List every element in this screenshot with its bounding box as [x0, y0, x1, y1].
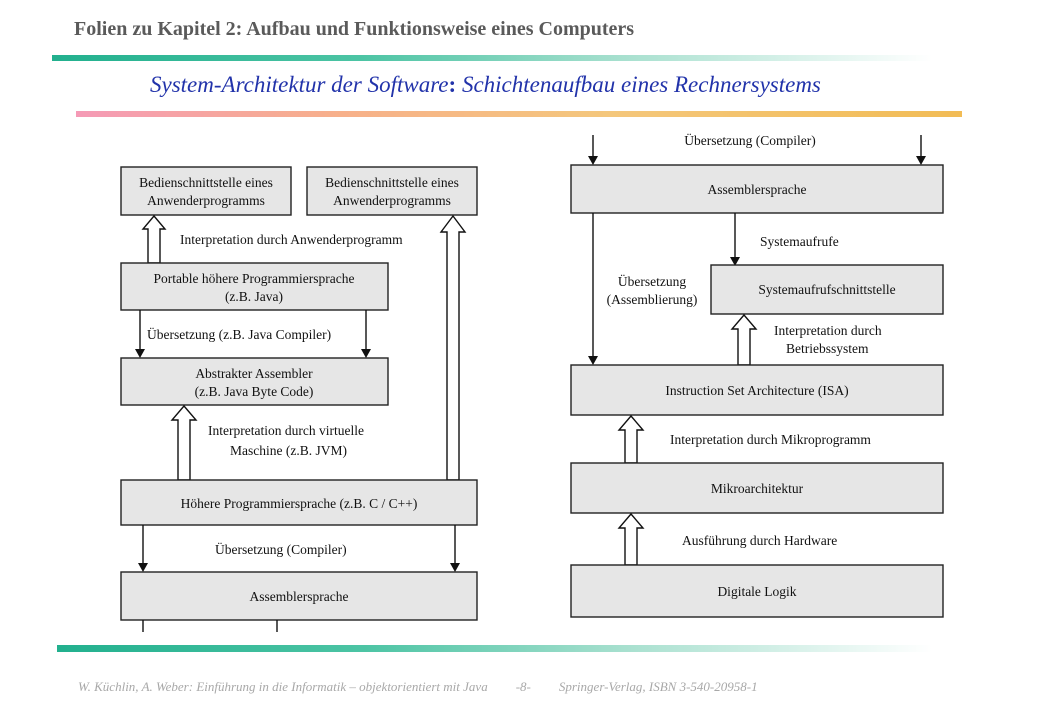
arrow-compiler-left	[138, 563, 148, 572]
box-assembler-left	[120, 571, 478, 621]
slide-title: System-Architektur der Software: Schicht…	[150, 72, 821, 98]
label-os-line1: Interpretation durch	[774, 323, 882, 338]
hollow-arrow-hardware	[617, 512, 645, 566]
label-java-compiler: Übersetzung (z.B. Java Compiler)	[147, 327, 331, 342]
arrow-assembly	[588, 356, 598, 365]
box-ui-2	[306, 166, 478, 216]
bottom-divider	[57, 645, 932, 652]
top-divider	[52, 55, 932, 61]
box-higher-language	[120, 479, 478, 526]
box-abstract-line2: (z.B. Java Byte Code)	[195, 384, 314, 399]
box-ui-2-line2: Anwenderprogramms	[333, 193, 451, 208]
label-interp-app: Interpretation durch Anwenderprogramm	[180, 232, 403, 247]
hollow-arrow-interp-app	[141, 214, 167, 264]
hollow-arrow-interp-os	[730, 313, 758, 366]
footer: W. Küchlin, A. Weber: Einführung in die …	[78, 679, 938, 695]
left-layer-diagram: Bedienschnittstelle eines Anwenderprogra…	[120, 166, 478, 632]
footer-authors: W. Küchlin, A. Weber: Einführung in die …	[78, 679, 488, 694]
box-digital-logic	[570, 564, 944, 618]
slide-title-part1: System-Architektur der Software	[150, 72, 449, 97]
box-portable-language	[120, 262, 389, 311]
label-compiler: Übersetzung (Compiler)	[215, 542, 347, 557]
box-ui-2-line1: Bedienschnittstelle eines	[325, 175, 459, 190]
box-ui-1-line2: Anwenderprogramms	[147, 193, 265, 208]
hollow-arrow-interp-microprogram	[617, 414, 645, 464]
arrow-java-compiler-right	[361, 349, 371, 358]
arrow-top-compiler-left	[588, 156, 598, 165]
arrow-syscalls	[730, 257, 740, 266]
label-assembly-line2: (Assemblierung)	[607, 292, 698, 307]
label-vm-line1: Interpretation durch virtuelle	[208, 423, 364, 438]
hollow-arrow-interp-direct	[439, 214, 467, 481]
right-layer-diagram: Übersetzung (Compiler) Assemblersprache …	[570, 133, 944, 618]
label-syscalls: Systemaufrufe	[760, 234, 839, 249]
label-microprogram: Interpretation durch Mikroprogramm	[670, 432, 871, 447]
box-ui-1-line1: Bedienschnittstelle eines	[139, 175, 273, 190]
label-vm-line2: Maschine (z.B. JVM)	[230, 443, 347, 458]
box-ui-1	[120, 166, 292, 216]
footer-publisher: Springer-Verlag, ISBN 3-540-20958-1	[558, 679, 758, 694]
box-abstract-line1: Abstrakter Assembler	[195, 366, 313, 381]
box-assembler-right	[570, 164, 944, 214]
chapter-title: Folien zu Kapitel 2: Aufbau und Funktion…	[74, 18, 635, 40]
arrow-compiler-right	[450, 563, 460, 572]
box-logic-text: Digitale Logik	[717, 584, 796, 599]
box-micro-text: Mikroarchitektur	[711, 481, 804, 496]
slide-title-colon: :	[448, 72, 457, 97]
label-top-compiler: Übersetzung (Compiler)	[684, 133, 816, 148]
footer-page: -8-	[515, 679, 531, 694]
box-abstract-assembler	[120, 357, 389, 406]
box-portable-line1: Portable höhere Programmiersprache	[154, 271, 355, 286]
box-microarchitecture	[570, 462, 944, 514]
label-hardware: Ausführung durch Hardware	[682, 533, 837, 548]
slide-title-part2: Schichtenaufbau eines Rechnersystems	[456, 72, 821, 97]
box-higher-text: Höhere Programmiersprache (z.B. C / C++)	[181, 496, 418, 511]
hollow-arrow-interp-vm	[170, 404, 198, 481]
box-portable-line2: (z.B. Java)	[225, 289, 283, 304]
box-assembler-left-text: Assemblersprache	[250, 589, 349, 604]
box-syscall-text: Systemaufrufschnittstelle	[758, 282, 895, 297]
arrow-java-compiler-left	[135, 349, 145, 358]
box-isa	[570, 364, 944, 416]
box-isa-text: Instruction Set Architecture (ISA)	[665, 383, 848, 398]
title-divider	[76, 111, 962, 117]
arrow-top-compiler-right	[916, 156, 926, 165]
label-assembly-line1: Übersetzung	[618, 274, 686, 289]
box-assembler-right-text: Assemblersprache	[708, 182, 807, 197]
box-syscall-interface	[710, 264, 944, 315]
label-os-line2: Betriebssystem	[786, 341, 869, 356]
